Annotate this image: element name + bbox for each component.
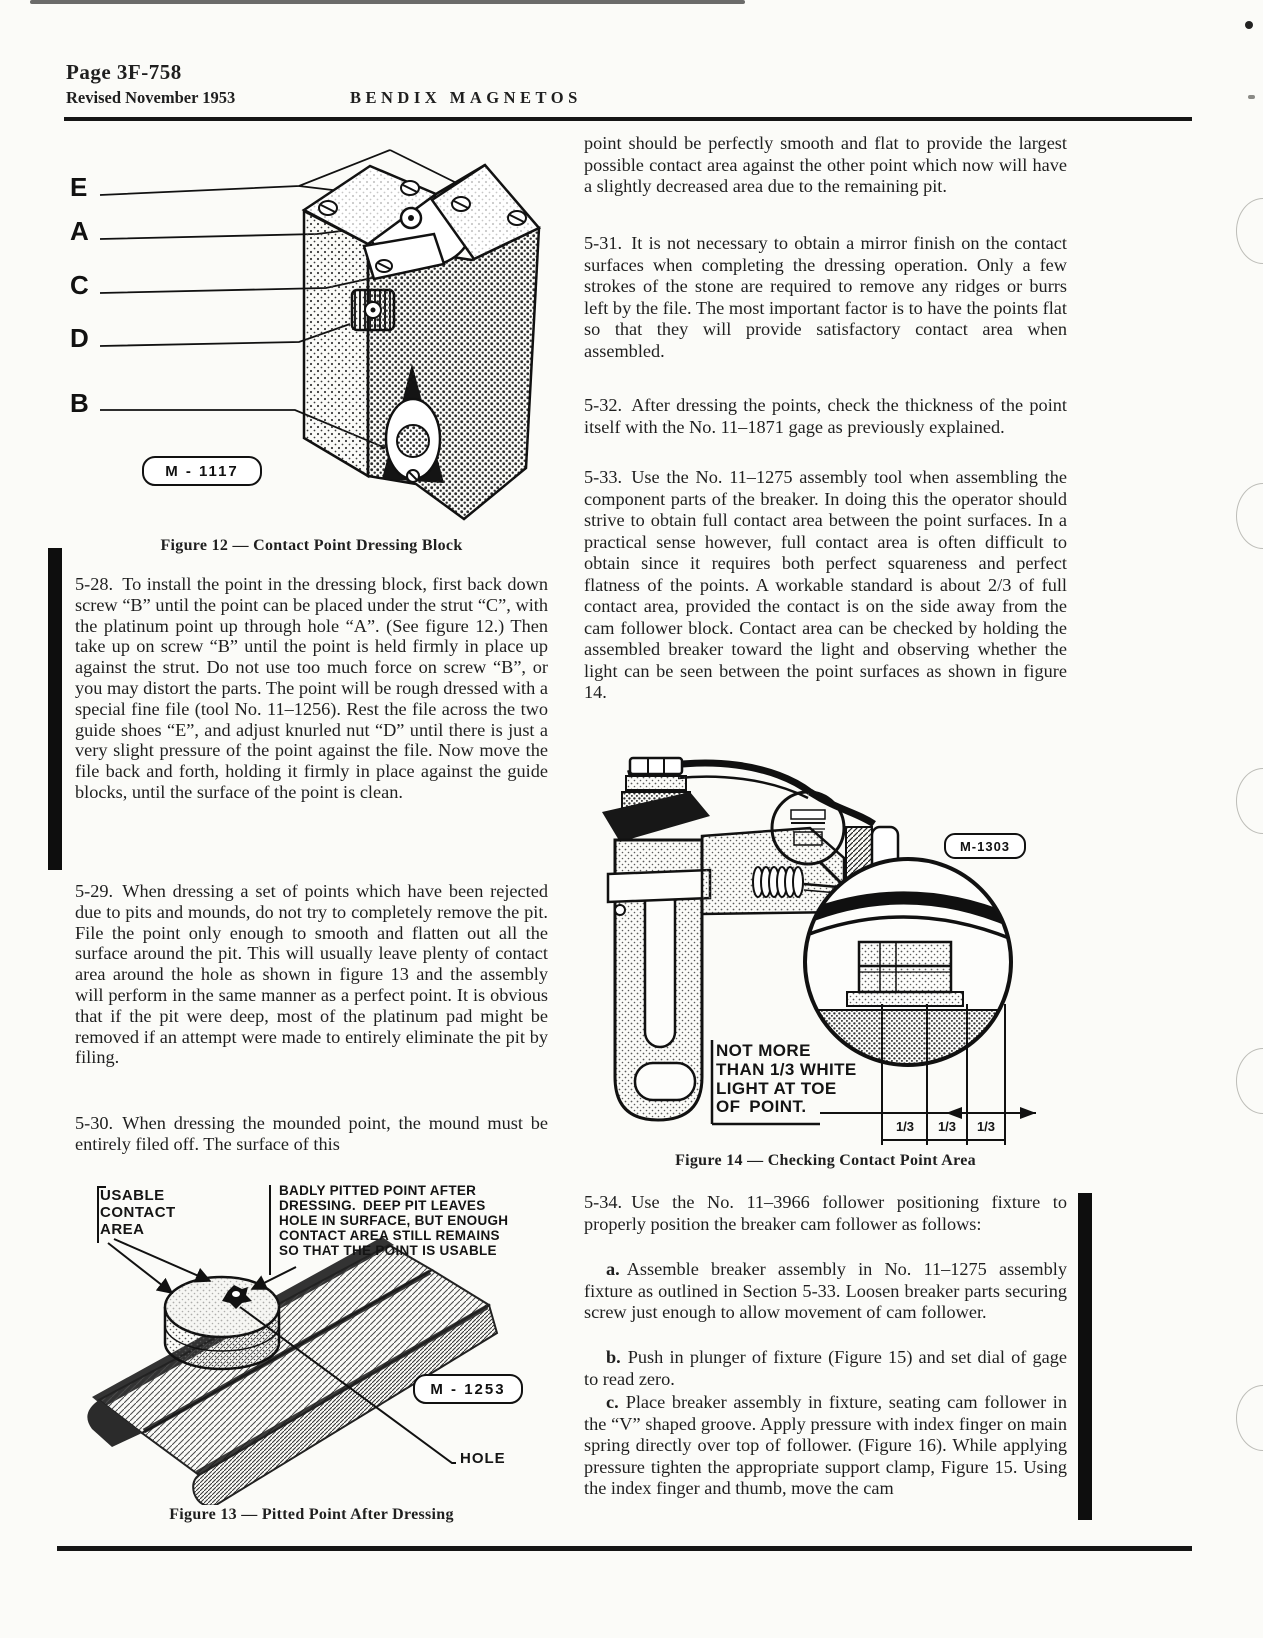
scan-streak	[30, 0, 745, 4]
fig12-callout-B: B	[70, 388, 89, 418]
paragraph-5-28: 5-28. To install the point in the dressi…	[75, 574, 548, 802]
paragraph-5-30: 5-30. When dressing the mounded point, t…	[75, 1113, 548, 1154]
scan-speck	[1248, 95, 1255, 99]
header-rule	[64, 117, 1192, 121]
page-number: Page 3F-758	[66, 60, 182, 84]
fig13-leader-lines	[97, 1185, 456, 1464]
fig13-part-tag: M - 1253	[413, 1374, 523, 1404]
fig14-dimension-one-third: 1/3	[937, 1119, 957, 1134]
fig13-label-usable-contact-area: USABLE CONTACT AREA	[100, 1187, 176, 1238]
paragraph-continuation: point should be perfectly smooth and fla…	[584, 133, 1067, 196]
scan-speck	[1245, 21, 1253, 29]
fig13-label-hole: HOLE	[460, 1450, 506, 1467]
item-c-label: c.	[606, 1392, 619, 1412]
figure-14-caption: Figure 14 — Checking Contact Point Area	[675, 1152, 976, 1169]
figure-14-checking-contact-point-area-drawing	[602, 756, 1036, 1145]
running-head-title: BENDIX MAGNETOS	[350, 88, 582, 107]
fig13-label-badly-pitted-point: BADLY PITTED POINT AFTER DRESSING. DEEP …	[279, 1183, 509, 1258]
contact-point-cylinder	[163, 1275, 281, 1371]
fig14-dimension-lines	[710, 1004, 1036, 1145]
page-edge-thumbcut	[1236, 483, 1263, 549]
page-edge-thumbcut	[1236, 1385, 1263, 1451]
channel-strip-drawing	[87, 1237, 499, 1505]
paragraph-5-33: 5-33. Use the No. 11–1275 assembly tool …	[584, 467, 1067, 702]
figure-12-contact-point-dressing-block	[99, 149, 542, 521]
item-a-label: a.	[606, 1259, 620, 1279]
breaker-bracket-drawing	[606, 838, 712, 1122]
paragraph-5-29: 5-29. When dressing a set of points whic…	[75, 881, 548, 1068]
page-revision: Revised November 1953	[66, 88, 236, 107]
item-a-text: Assemble breaker assembly in No. 11–1275…	[584, 1259, 1067, 1322]
fig12-callout-C: C	[70, 270, 89, 300]
dressing-block-drawing	[301, 163, 542, 521]
item-b-label: b.	[606, 1347, 621, 1367]
fig14-note-white-light: NOT MORE THAN 1/3 WHITE LIGHT AT TOE OF …	[716, 1041, 857, 1117]
paragraph-5-34-c: c.Place breaker assembly in fixture, sea…	[584, 1392, 1067, 1500]
fig12-callout-D: D	[70, 323, 89, 353]
fig12-part-tag: M - 1117	[142, 456, 262, 486]
footer-rule	[57, 1546, 1192, 1551]
fig14-dimension-one-third: 1/3	[895, 1119, 915, 1134]
fig12-callout-A: A	[70, 216, 89, 246]
fig14-part-tag: M-1303	[944, 833, 1026, 859]
figure-13-caption: Figure 13 — Pitted Point After Dressing	[169, 1506, 454, 1523]
page-edge-thumbcut	[1236, 768, 1263, 834]
paragraph-5-34: 5-34. Use the No. 11–3966 follower posit…	[584, 1192, 1067, 1234]
figure-13-pitted-point-drawing	[87, 1185, 499, 1505]
change-bar-right	[1078, 1193, 1092, 1520]
item-c-text: Place breaker assembly in fixture, seati…	[584, 1392, 1067, 1498]
paragraph-5-32: 5-32. After dressing the points, check t…	[584, 395, 1067, 437]
figure-12-caption: Figure 12 — Contact Point Dressing Block	[160, 537, 463, 554]
fig12-callout-E: E	[70, 172, 88, 202]
change-bar-left	[48, 548, 62, 870]
support-clamp-drawing	[602, 756, 710, 842]
paragraph-5-34-a: a.Assemble breaker assembly in No. 11–12…	[584, 1259, 1067, 1324]
page-edge-thumbcut	[1236, 1048, 1263, 1114]
paragraph-5-34-b: b.Push in plunger of fixture (Figure 15)…	[584, 1347, 1067, 1390]
fig14-dimension-one-third: 1/3	[976, 1119, 996, 1134]
item-b-text: Push in plunger of fixture (Figure 15) a…	[584, 1347, 1067, 1389]
magnified-contact-circle	[803, 857, 1013, 1067]
page-edge-thumbcut	[1236, 198, 1263, 264]
paragraph-5-31: 5-31. It is not necessary to obtain a mi…	[584, 233, 1067, 361]
